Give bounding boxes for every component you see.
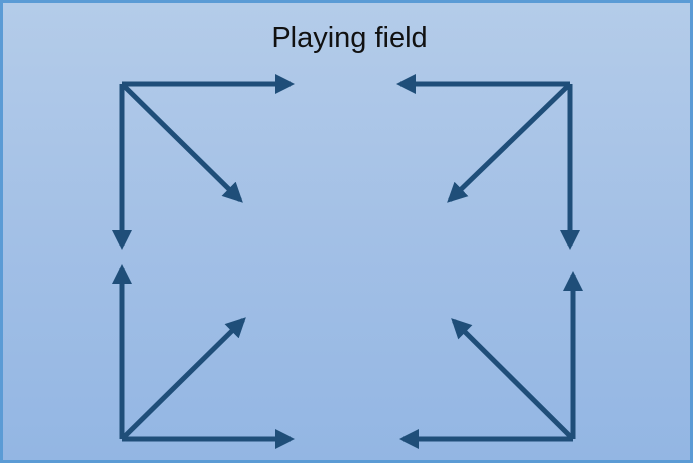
bottom-left-arrow-group bbox=[112, 264, 295, 449]
arrow-diagram bbox=[112, 74, 583, 449]
bottom-right-arrow-group bbox=[399, 271, 583, 449]
top-right-arrow-group bbox=[396, 74, 580, 250]
top-left-arrow-group bbox=[112, 74, 295, 250]
field-title: Playing field bbox=[271, 22, 428, 54]
arrow-up-right-icon bbox=[120, 317, 246, 441]
arrow-down-right-icon bbox=[120, 82, 243, 203]
arrow-up-left-icon bbox=[451, 318, 575, 441]
arrow-down-left-icon bbox=[447, 82, 572, 203]
